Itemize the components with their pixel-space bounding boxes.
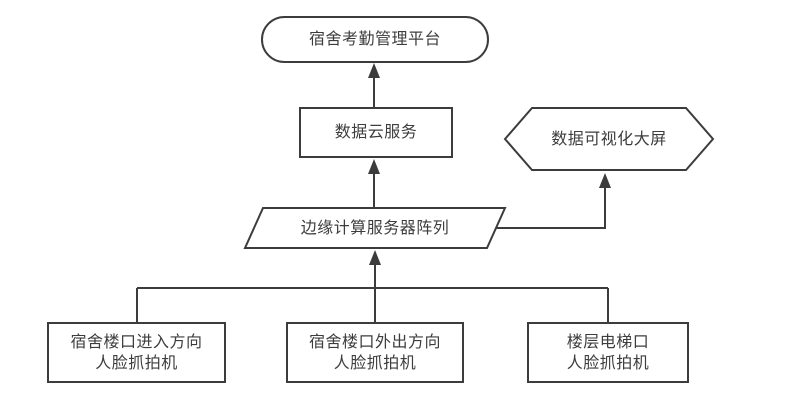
cloud-service-node-shape — [299, 107, 453, 158]
arrowhead-cloud-to-platform — [368, 63, 380, 78]
camera-entry-node-shape — [47, 322, 226, 383]
big-screen-node-shape — [503, 107, 715, 171]
edge-servers-node-shape — [243, 207, 507, 249]
arrowhead-servers-to-bigscreen — [599, 173, 611, 188]
platform-node-shape — [261, 16, 489, 63]
camera-exit-node-shape — [286, 322, 464, 383]
camera-elevator-node-shape — [527, 322, 689, 383]
connector-group — [136, 63, 611, 323]
arrowhead-servers-to-cloud — [368, 159, 380, 174]
shape-group — [47, 16, 715, 383]
edge-servers-to-bigscreen — [496, 186, 606, 229]
arrowhead-bus-to-servers — [369, 250, 381, 265]
